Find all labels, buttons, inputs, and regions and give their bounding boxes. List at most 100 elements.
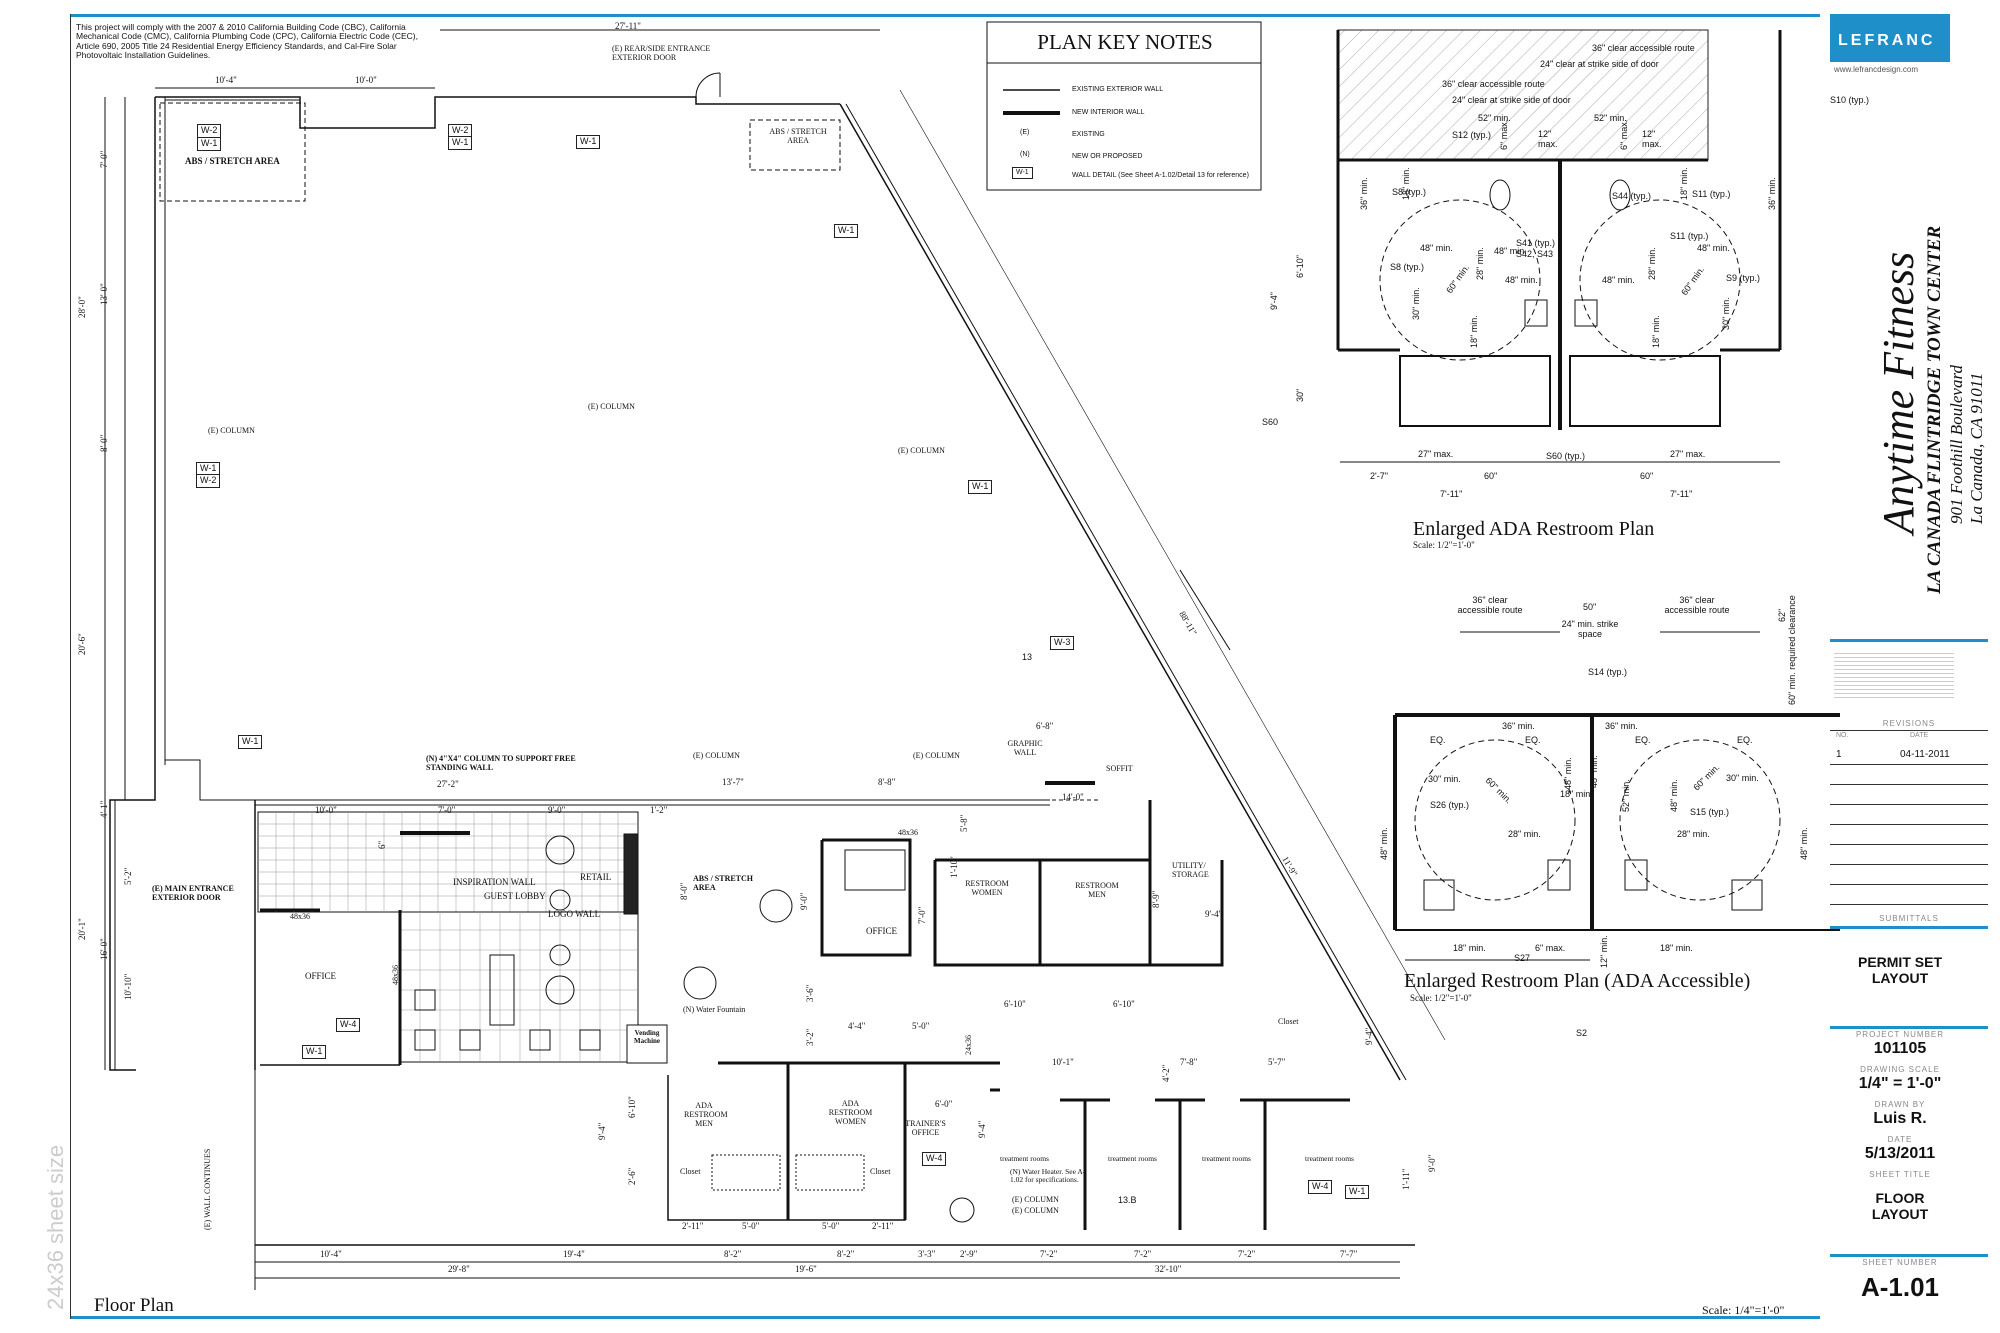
dim-bottom-e: 3'-3" bbox=[918, 1249, 936, 1259]
project-number: 101105 bbox=[1873, 1040, 1927, 1057]
key-note-new: NEW OR PROPOSED bbox=[1072, 153, 1143, 160]
ada-access-note: 30" min. bbox=[1726, 773, 1759, 783]
dim-mid-a: 13'-7" bbox=[722, 777, 744, 787]
divider bbox=[1830, 1026, 1988, 1029]
dim-left-g: 20'-1" bbox=[77, 918, 87, 940]
ada-note: 48" min. bbox=[1697, 243, 1730, 253]
water-fountain-label: (N) Water Fountain bbox=[683, 1005, 746, 1014]
wall-tag: W-4 bbox=[922, 1152, 947, 1166]
submittal-status: PERMIT SET LAYOUT bbox=[1857, 954, 1942, 986]
dim-5-0-a: 5'-0" bbox=[912, 1021, 930, 1031]
date-label: DATE bbox=[1887, 1135, 1913, 1144]
bottom-border bbox=[70, 1316, 1820, 1319]
divider bbox=[1830, 784, 1988, 785]
divider bbox=[1830, 824, 1988, 825]
dim-graphic: 6'-8" bbox=[1036, 721, 1054, 731]
dim-9-0-b: 9'-0" bbox=[1427, 1154, 1437, 1172]
ada-access-note: EQ. bbox=[1525, 735, 1541, 745]
divider bbox=[1830, 864, 1988, 865]
ada-note: 12" max. bbox=[1538, 129, 1558, 149]
vending-machine-label: Vending Machine bbox=[633, 1029, 661, 1045]
ada-access-note: 18" min. bbox=[1453, 943, 1486, 953]
key-note-existing-symbol: (E) bbox=[1020, 129, 1030, 136]
dim-1-10: 1'-10" bbox=[949, 856, 959, 878]
drawn-by: Luis R. bbox=[1873, 1110, 1927, 1127]
ada-note: 6" max. bbox=[1499, 119, 1509, 150]
key-note-existing-wall: EXISTING EXTERIOR WALL bbox=[1072, 86, 1164, 93]
dim-48x36-b: 48x36 bbox=[391, 965, 400, 985]
ada-ref: S10 (typ.) bbox=[1830, 95, 1870, 105]
ada-access-note: 52" min. bbox=[1621, 779, 1631, 812]
closet-label-1: Closet bbox=[680, 1167, 701, 1176]
wall-tag: W-2 bbox=[196, 474, 221, 488]
room-guest-lobby: GUEST LOBBY bbox=[484, 891, 546, 901]
ada-note: 2'-7" bbox=[1370, 471, 1388, 481]
divider bbox=[1830, 926, 1988, 929]
floor-plan-scale: Scale: 1/4"=1'-0" bbox=[1702, 1303, 1785, 1317]
logo-box bbox=[1830, 14, 1950, 62]
dim-6-0: 6'-0" bbox=[935, 1099, 953, 1109]
ada-access-note: 60" min. required clearance bbox=[1787, 595, 1797, 705]
ada-ref: S8 (typ.) bbox=[1390, 262, 1425, 272]
ada-plan-scale: Scale: 1/2"=1'-0" bbox=[1413, 540, 1475, 550]
ada-ref: S41 (typ.) bbox=[1516, 238, 1556, 248]
revisions-label: REVISIONS bbox=[1882, 719, 1936, 728]
sheet-number-label: SHEET NUMBER bbox=[1862, 1258, 1938, 1267]
room-abs-stretch-3: ABS / STRETCH AREA bbox=[693, 874, 754, 892]
dim-9-4-a: 9'-4" bbox=[1205, 909, 1223, 919]
project-name: Anytime Fitness bbox=[1874, 251, 1923, 534]
ada-note: 36" clear accessible route bbox=[1442, 79, 1545, 89]
ada-note: 7'-11" bbox=[1670, 489, 1693, 499]
project-address-2: La Canada, CA 91011 bbox=[1967, 372, 1986, 524]
dim-9-4-b: 9'-4" bbox=[1364, 1027, 1374, 1045]
revision-date: 04-11-2011 bbox=[1900, 749, 1950, 760]
dim-bottom-j: 7'-7" bbox=[1340, 1249, 1358, 1259]
column-label-2: (E) COLUMN bbox=[588, 402, 635, 411]
ada-note: 6'-10" bbox=[1295, 255, 1305, 278]
ada-note: 30" bbox=[1295, 388, 1305, 402]
dim-left-b: 28'-0" bbox=[77, 296, 87, 318]
ada-note: 27" max. bbox=[1670, 449, 1706, 459]
key-note-new-symbol: (N) bbox=[1020, 151, 1030, 158]
ada-access-ref: S2 bbox=[1576, 1028, 1588, 1038]
dim-7-8: 7'-8" bbox=[1180, 1057, 1198, 1067]
wall-tag: W-1 bbox=[968, 480, 993, 494]
dim-48x36-c: 48x36 bbox=[898, 828, 918, 837]
divider bbox=[1830, 730, 1988, 731]
treatment-room-2: treatment rooms bbox=[1108, 1154, 1157, 1163]
wall-tag: W-1 bbox=[834, 224, 859, 238]
ada-access-note: 28" min. bbox=[1508, 829, 1541, 839]
room-office-1: OFFICE bbox=[305, 971, 337, 981]
ada-access-ref: S26 (typ.) bbox=[1430, 800, 1470, 810]
dim-left-i: 16'-0" bbox=[99, 938, 109, 960]
divider bbox=[1830, 884, 1988, 885]
dim-5-8: 5'-8" bbox=[959, 814, 969, 832]
dim-left-c: 13'-0" bbox=[99, 283, 109, 305]
ada-ref: S12 (typ.) bbox=[1452, 130, 1492, 140]
ada-access-note: EQ. bbox=[1430, 735, 1446, 745]
ada-note: 36" min. bbox=[1359, 177, 1369, 210]
dim-bottom-b: 19'-4" bbox=[563, 1249, 585, 1259]
fine-print-block bbox=[1834, 650, 1954, 700]
ada-ref: S42, S43 bbox=[1516, 249, 1554, 259]
key-notes-title: PLAN KEY NOTES bbox=[1037, 30, 1213, 54]
key-note-new-wall: NEW INTERIOR WALL bbox=[1072, 109, 1145, 116]
room-logo-wall: LOGO WALL bbox=[548, 909, 601, 919]
room-office-2: OFFICE bbox=[866, 926, 898, 936]
project-address-1: 901 Foothill Boulevard bbox=[1947, 365, 1966, 524]
column-label-5: (E) COLUMN bbox=[913, 751, 960, 760]
ada-ref: S9 (typ.) bbox=[1726, 273, 1761, 283]
drawn-by-label: DRAWN BY bbox=[1874, 1100, 1926, 1109]
ada-access-note: 18" min. bbox=[1660, 943, 1693, 953]
soffit-label: SOFFIT bbox=[1106, 764, 1133, 773]
dim-8-9: 8'-9" bbox=[1151, 890, 1161, 908]
ada-access-note: 24" min. strike space bbox=[1561, 619, 1619, 639]
dim-bottom-i: 7'-2" bbox=[1238, 1249, 1256, 1259]
drawing-scale-label: DRAWING SCALE bbox=[1860, 1065, 1940, 1074]
wall-tag: W-3 bbox=[1050, 636, 1075, 650]
dim-10-1: 10'-1" bbox=[1052, 1057, 1074, 1067]
column-label-7: (E) COLUMN bbox=[1012, 1206, 1059, 1215]
room-restroom-men: RESTROOM MEN bbox=[1075, 881, 1119, 899]
ada-access-note: 36" clear accessible route bbox=[1457, 595, 1523, 615]
